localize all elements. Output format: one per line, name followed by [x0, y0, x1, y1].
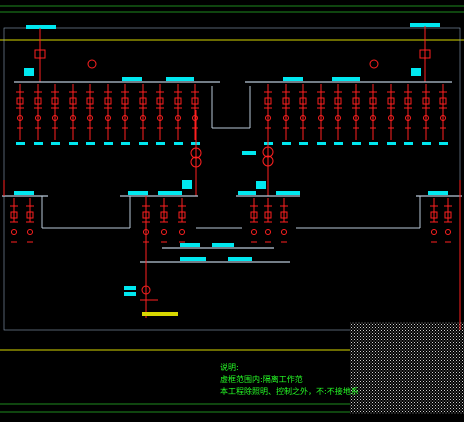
- upper-bus-right: [245, 77, 452, 83]
- title-block: [350, 322, 464, 414]
- feeder-bay: [178, 198, 186, 243]
- feeder-bay: [369, 84, 378, 145]
- feeder-bay: [444, 198, 452, 243]
- lower-buses: [124, 196, 290, 318]
- feeder-bay: [160, 198, 168, 243]
- notes-line-1: 虚框范围内:隔离工作范: [220, 375, 303, 384]
- feeder-bay: [250, 198, 258, 243]
- feeder-bay: [282, 84, 291, 145]
- upper-bus-left: [14, 77, 220, 83]
- feeder-bay: [387, 84, 396, 145]
- feeder-bay: [51, 84, 60, 145]
- feeder-bay: [10, 198, 18, 243]
- middle-feeder-bays: [10, 198, 452, 243]
- drawing-notes: 说明: 虚框范围内:隔离工作范 本工程除照明、控制之外，不:不接地系: [220, 362, 359, 398]
- feeder-bay: [86, 84, 95, 145]
- feeder-bay: [280, 198, 288, 243]
- notes-line-2: 本工程除照明、控制之外，不:不接地系: [220, 387, 359, 396]
- feeder-bay: [174, 84, 183, 145]
- feeder-bay: [121, 84, 130, 145]
- transformers: [182, 110, 274, 196]
- feeder-bay: [352, 84, 361, 145]
- incoming-feeders: [24, 23, 440, 82]
- feeder-bay: [422, 84, 431, 145]
- feeder-bay: [69, 84, 78, 145]
- upper-feeder-bays: [16, 84, 448, 145]
- feeder-bay: [26, 198, 34, 243]
- drawing-frame: [0, 5, 464, 413]
- feeder-bay: [264, 198, 272, 243]
- feeder-bay: [317, 84, 326, 145]
- feeder-bay: [404, 84, 413, 145]
- feeder-bay: [430, 198, 438, 243]
- feeder-bay: [439, 84, 448, 145]
- feeder-bay: [299, 84, 308, 145]
- feeder-bay: [104, 84, 113, 145]
- feeder-bay: [334, 84, 343, 145]
- feeder-bay: [139, 84, 148, 145]
- feeder-bay: [34, 84, 43, 145]
- notes-title: 说明:: [220, 363, 239, 372]
- feeder-bay: [16, 84, 25, 145]
- middle-buses: [2, 180, 462, 330]
- feeder-bay: [156, 84, 165, 145]
